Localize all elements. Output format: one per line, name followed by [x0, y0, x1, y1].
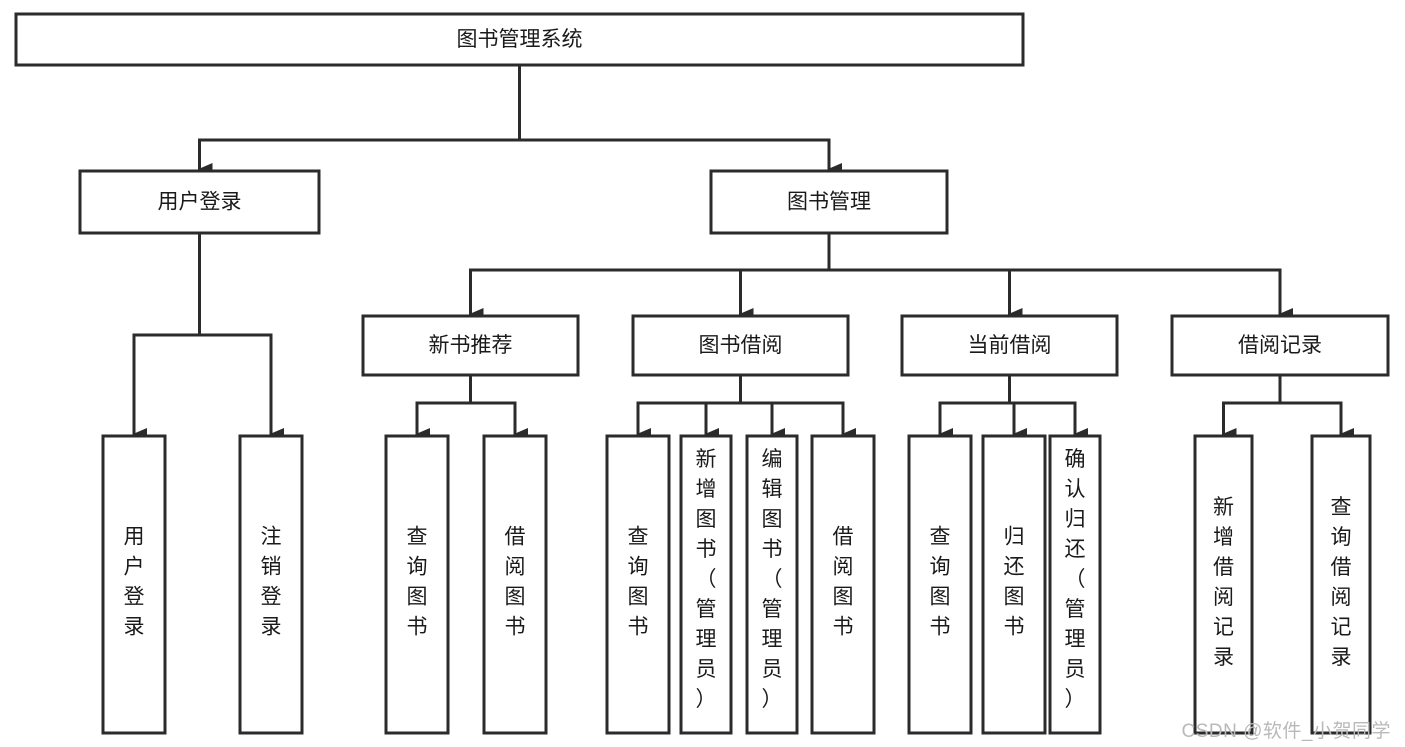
node-borrow-record[interactable]: 借阅记录 — [1170, 314, 1390, 377]
node-label-add-borrow-record: 新增借阅记录 — [1213, 496, 1234, 669]
node-box-borrow-record — [1170, 314, 1390, 377]
node-box-new-book-recommend — [361, 314, 580, 377]
node-label-root: 图书管理系统 — [457, 28, 583, 51]
node-label-borrow-book-2: 借阅图书 — [833, 526, 854, 639]
node-user-login[interactable]: 用户登录 — [78, 169, 321, 235]
node-box-user-login — [78, 169, 321, 235]
node-box-user-logout — [238, 434, 304, 735]
node-layer: 图书管理系统用户登录图书管理用户登录注销登录新书推荐查询图书借阅图书图书借阅查询… — [14, 12, 1390, 735]
node-query-borrow-record[interactable]: 查询借阅记录 — [1310, 434, 1372, 735]
node-add-book-admin[interactable]: 新增图书（管理员） — [679, 434, 733, 735]
node-label-user-login: 用户登录 — [158, 191, 242, 214]
node-add-borrow-record[interactable]: 新增借阅记录 — [1193, 434, 1254, 735]
node-box-book-borrow — [631, 314, 850, 377]
watermark-label: CSDN @软件_小贺同学 — [1181, 721, 1391, 742]
node-query-book-2[interactable]: 查询图书 — [605, 434, 671, 735]
node-root[interactable]: 图书管理系统 — [14, 12, 1025, 67]
node-label-book-manage: 图书管理 — [787, 191, 871, 214]
node-borrow-book-2[interactable]: 借阅图书 — [810, 434, 876, 735]
node-label-user-logout: 注销登录 — [261, 526, 282, 639]
node-label-current-borrow: 当前借阅 — [968, 334, 1052, 357]
node-label-new-book-recommend: 新书推荐 — [429, 334, 513, 357]
node-label-confirm-return-admin: 确认归还（管理员） — [1065, 448, 1086, 711]
node-box-edit-book-admin — [745, 434, 799, 735]
node-query-book-3[interactable]: 查询图书 — [907, 434, 973, 735]
node-current-borrow[interactable]: 当前借阅 — [900, 314, 1119, 377]
node-borrow-book-1[interactable]: 借阅图书 — [482, 434, 548, 735]
node-user-logout[interactable]: 注销登录 — [238, 434, 304, 735]
node-new-book-recommend[interactable]: 新书推荐 — [361, 314, 580, 377]
node-box-add-borrow-record — [1193, 434, 1254, 735]
node-query-book-1[interactable]: 查询图书 — [384, 434, 450, 735]
node-user-login-do[interactable]: 用户登录 — [101, 434, 167, 735]
node-label-query-book-1: 查询图书 — [407, 526, 428, 639]
node-box-current-borrow — [900, 314, 1119, 377]
node-box-return-book — [981, 434, 1047, 735]
node-box-borrow-book-1 — [482, 434, 548, 735]
node-label-borrow-book-1: 借阅图书 — [505, 526, 526, 639]
connector-layer — [132, 63, 1354, 440]
node-box-confirm-return-admin — [1048, 434, 1102, 735]
node-box-add-book-admin — [679, 434, 733, 735]
node-label-add-book-admin: 新增图书（管理员） — [696, 448, 717, 711]
node-box-query-book-3 — [907, 434, 973, 735]
node-confirm-return-admin[interactable]: 确认归还（管理员） — [1048, 434, 1102, 735]
node-box-query-borrow-record — [1310, 434, 1372, 735]
node-box-borrow-book-2 — [810, 434, 876, 735]
node-edit-book-admin[interactable]: 编辑图书（管理员） — [745, 434, 799, 735]
node-label-return-book: 归还图书 — [1004, 526, 1025, 639]
node-box-root — [14, 12, 1025, 67]
node-label-book-borrow: 图书借阅 — [699, 334, 783, 357]
node-box-book-manage — [709, 169, 949, 235]
node-label-user-login-do: 用户登录 — [124, 526, 145, 639]
node-book-manage[interactable]: 图书管理 — [709, 169, 949, 235]
node-label-edit-book-admin: 编辑图书（管理员） — [762, 448, 783, 711]
node-label-borrow-record: 借阅记录 — [1238, 334, 1322, 357]
node-label-query-borrow-record: 查询借阅记录 — [1331, 496, 1352, 669]
node-box-query-book-2 — [605, 434, 671, 735]
node-label-query-book-2: 查询图书 — [628, 526, 649, 639]
node-book-borrow[interactable]: 图书借阅 — [631, 314, 850, 377]
node-box-user-login-do — [101, 434, 167, 735]
node-box-query-book-1 — [384, 434, 450, 735]
node-label-query-book-3: 查询图书 — [930, 526, 951, 639]
node-return-book[interactable]: 归还图书 — [981, 434, 1047, 735]
